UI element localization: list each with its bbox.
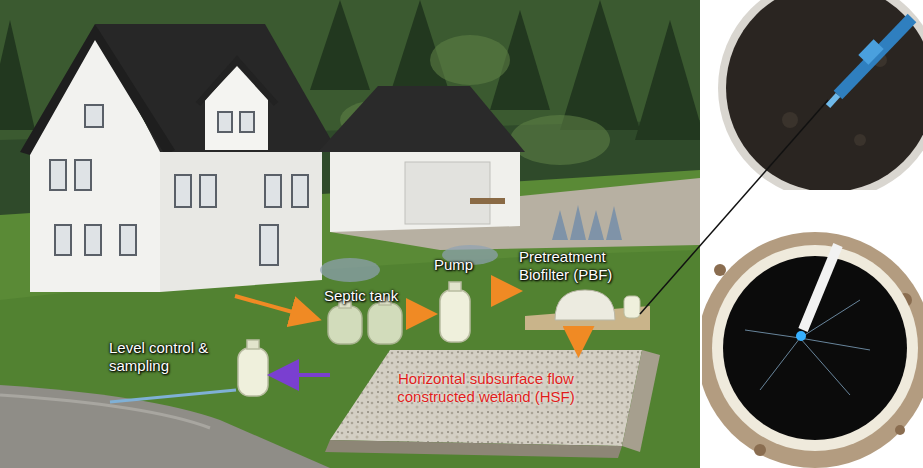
flow-arrow (414, 312, 430, 316)
flow-arrow (577, 330, 581, 350)
constructed-wetland: Horizontal subsurface flow constructed w… (330, 350, 642, 445)
pretreatment-biofilter: Pretreatment Biofilter (PBF) (515, 244, 655, 330)
septic-tank: Septic tank (320, 283, 414, 345)
component-label: Septic tank (324, 287, 410, 305)
component-label: Horizontal subsurface flow constructed w… (384, 370, 589, 406)
component-label: Pump (434, 256, 492, 274)
flow-arrow (496, 289, 515, 293)
level-control: Level control & sampling (105, 335, 275, 400)
flow-arrow (275, 373, 330, 377)
component-label: Pretreatment Biofilter (PBF) (519, 248, 631, 284)
component-label: Level control & sampling (109, 339, 217, 375)
pump: Pump (430, 252, 496, 345)
